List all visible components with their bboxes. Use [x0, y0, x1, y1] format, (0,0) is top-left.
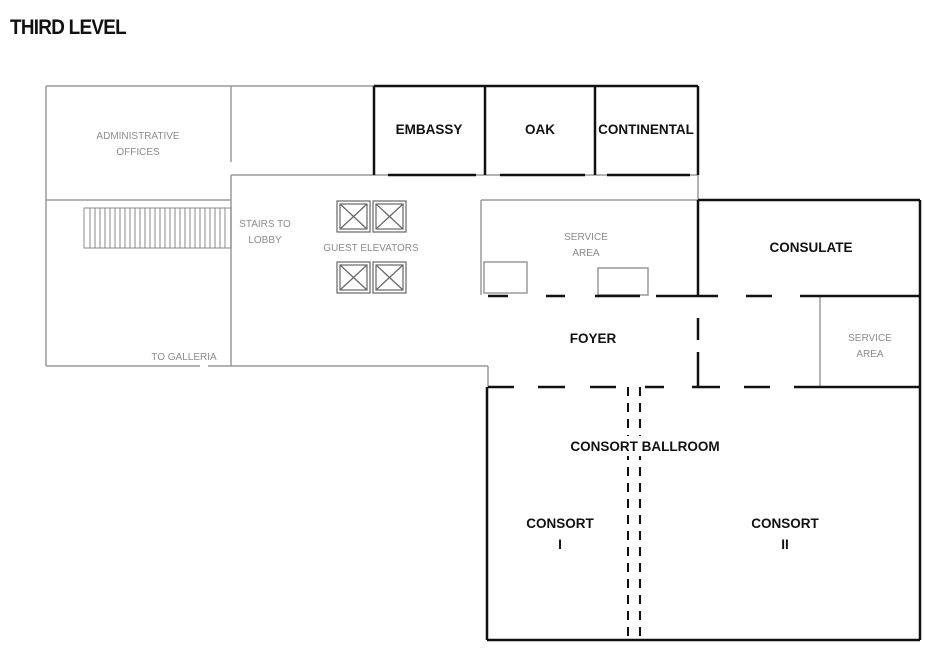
consulate-label: CONSULATE — [770, 240, 853, 255]
ballroom-label-backdrop — [574, 436, 716, 456]
foyer-label: FOYER — [570, 331, 617, 346]
stairs-icon — [83, 207, 232, 249]
to-galleria-label: TO GALLERIA — [151, 352, 217, 363]
stairs-to-lobby-label-1: STAIRS TO — [239, 219, 291, 230]
guest-elevators-label: GUEST ELEVATORS — [323, 243, 419, 254]
floor-title: THIRD LEVEL — [10, 16, 127, 39]
service-area-right-label-1: SERVICE — [848, 333, 892, 344]
stairs-to-lobby-label-2: LOBBY — [248, 235, 282, 246]
admin-offices-label-2: OFFICES — [116, 147, 160, 158]
elevator-icon — [336, 200, 407, 294]
embassy-label: EMBASSY — [396, 122, 463, 137]
service-area-center-label-2: AREA — [572, 248, 600, 259]
admin-offices-label-1: ADMINISTRATIVE — [96, 131, 179, 142]
consort-ballroom-label: CONSORT BALLROOM — [570, 439, 719, 454]
continental-label: CONTINENTAL — [598, 122, 694, 137]
consort-1-label-2: I — [558, 537, 562, 552]
consort-2-label-1: CONSORT — [751, 516, 819, 531]
service-area-right-label-2: AREA — [856, 349, 884, 360]
oak-label: OAK — [525, 122, 555, 137]
bold-walls — [372, 84, 922, 642]
consort-2-label-2: II — [781, 537, 789, 552]
consort-1-label-1: CONSORT — [526, 516, 594, 531]
service-area-center-label-1: SERVICE — [564, 232, 608, 243]
